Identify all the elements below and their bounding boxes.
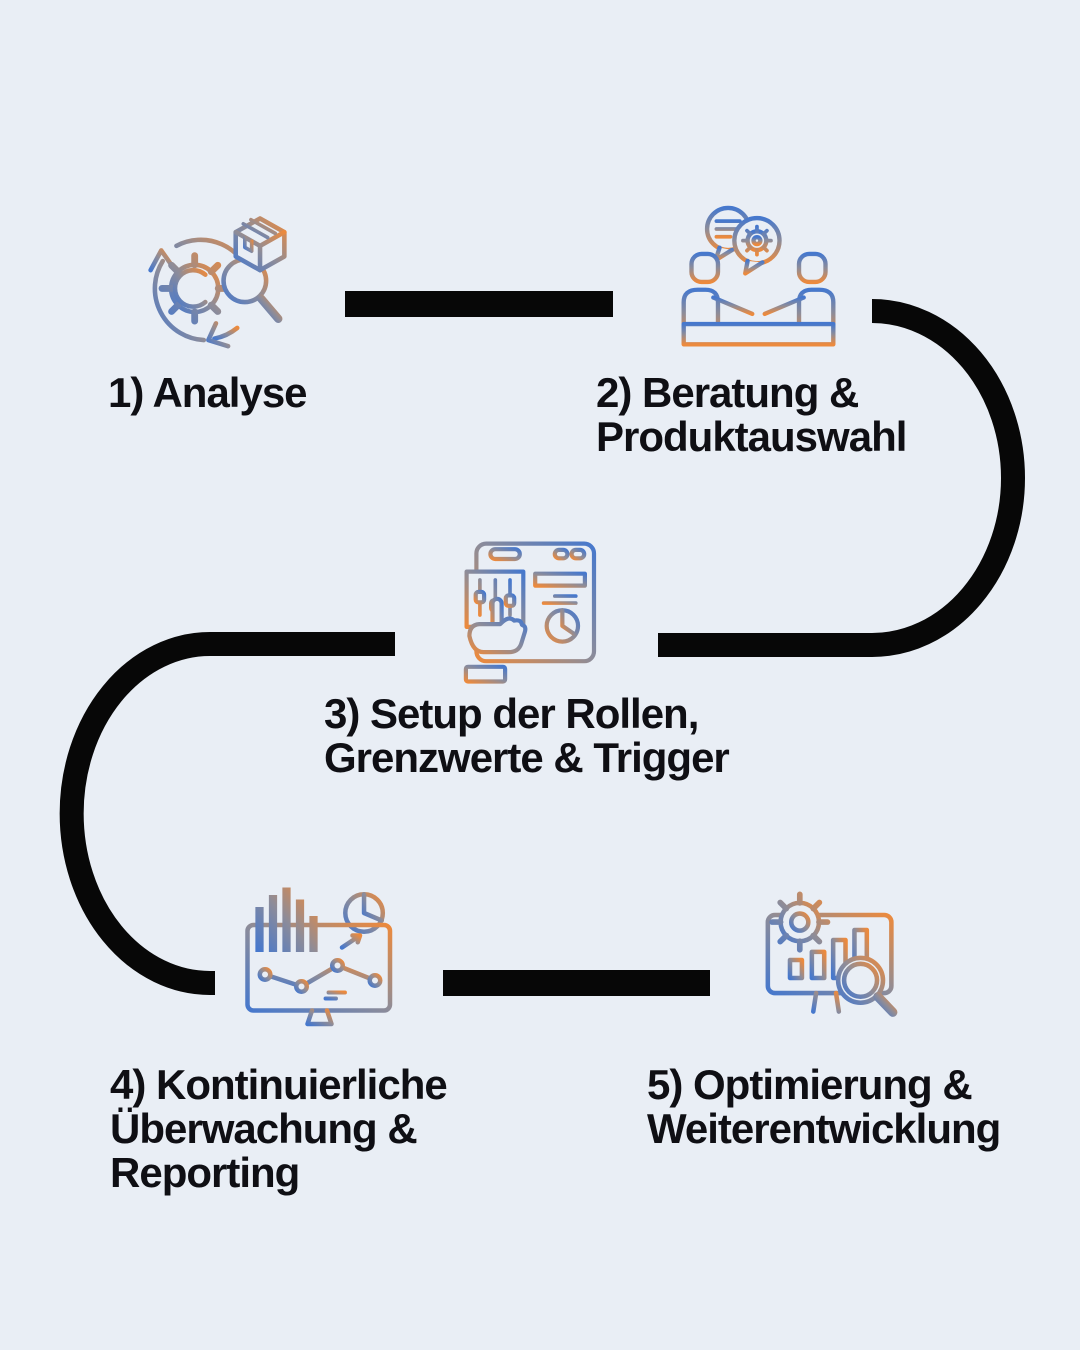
pie-arrow [339, 933, 363, 950]
monitor-stand [305, 1008, 334, 1027]
hand-sleeve [463, 664, 508, 684]
line-chart-node-2 [294, 979, 309, 994]
step-3-label: 3) Setup der Rollen, Grenzwerte & Trigge… [324, 690, 730, 781]
step-5-label-line: 5) Optimierung & [647, 1061, 973, 1108]
step-5-label: 5) Optimierung & Weiterentwicklung [647, 1061, 1001, 1152]
step-2-label-line: 2) Beratung & [596, 369, 859, 416]
right-person-arm [762, 295, 806, 317]
address-pill [488, 547, 522, 562]
window-dot-2 [569, 547, 587, 561]
bubble-gear-teeth [741, 224, 773, 257]
cycle-arrow-left [152, 258, 207, 343]
monitor-frame [245, 922, 393, 1013]
magnifier-lens-inner [841, 961, 880, 1000]
slider-knob-1 [473, 589, 487, 605]
analysis-gear-magnifier-package-icon [143, 200, 295, 354]
gear-c-center [172, 267, 208, 309]
right-person-head [796, 251, 828, 285]
cycle-arrowhead-bottom [206, 321, 231, 349]
gear-bubble-tail [743, 258, 765, 276]
monitor-frame [765, 912, 894, 996]
connector-step3-step4 [59, 632, 395, 995]
step-1-label-line: 1) Analyse [108, 369, 308, 416]
annotation-dashes [323, 990, 347, 1001]
step-3-label-line: 3) Setup der Rollen, [324, 690, 699, 737]
line-chart-node-1 [257, 967, 273, 982]
step-3-label-line: Grenzwerte & Trigger [324, 734, 730, 781]
step-4-label-line: Reporting [110, 1149, 300, 1196]
step-4-label: 4) Kontinuierliche Überwachung & Reporti… [110, 1061, 448, 1196]
text-lines [541, 594, 578, 605]
left-person-head [689, 251, 721, 285]
banner-rect [533, 571, 587, 588]
pie-slices [560, 608, 578, 637]
monitor-stand [811, 990, 842, 1014]
slider-knob-3 [503, 593, 517, 609]
table [681, 321, 836, 347]
cycle-arrow-bottom [212, 325, 240, 341]
monitoring-analytics-monitor-icon [243, 886, 393, 1036]
setup-dashboard-sliders-hand-icon [461, 535, 601, 688]
cycle-arrowhead-top [148, 248, 175, 273]
package-box-stripes [241, 217, 278, 240]
hand-palm [467, 616, 528, 655]
chat-bubble-lines [714, 219, 742, 239]
optimization-gear-magnifier-monitor-icon [765, 888, 907, 1030]
magnifier-handle [256, 294, 283, 323]
step-5-label-line: Weiterentwicklung [647, 1105, 1001, 1152]
line-chart-node-4 [367, 973, 383, 988]
left-person-arm [711, 295, 755, 317]
window-dot-1 [552, 547, 570, 561]
gear-teeth [769, 891, 831, 953]
bubble-gear-center [751, 235, 763, 247]
magnifier-handle [873, 992, 898, 1017]
step-4-label-line: 4) Kontinuierliche [110, 1061, 448, 1108]
step-1-label: 1) Analyse [108, 369, 308, 416]
gear-teeth [158, 252, 231, 325]
step-4-label-line: Überwachung & [110, 1105, 418, 1152]
package-box-flap [243, 235, 254, 253]
bar-chart-bars [255, 887, 318, 952]
connector-step2-step3 [658, 299, 1025, 657]
pie-slices [361, 892, 384, 923]
bar-2 [809, 949, 827, 981]
step-2-label-line: Produktauswahl [596, 413, 907, 460]
line-chart-path [262, 963, 378, 989]
gear-center [788, 911, 811, 933]
consultation-two-people-icon [665, 204, 852, 349]
bar-1 [787, 957, 805, 981]
step-2-label: 2) Beratung & Produktauswahl [596, 369, 907, 460]
line-chart-node-3 [330, 958, 345, 973]
